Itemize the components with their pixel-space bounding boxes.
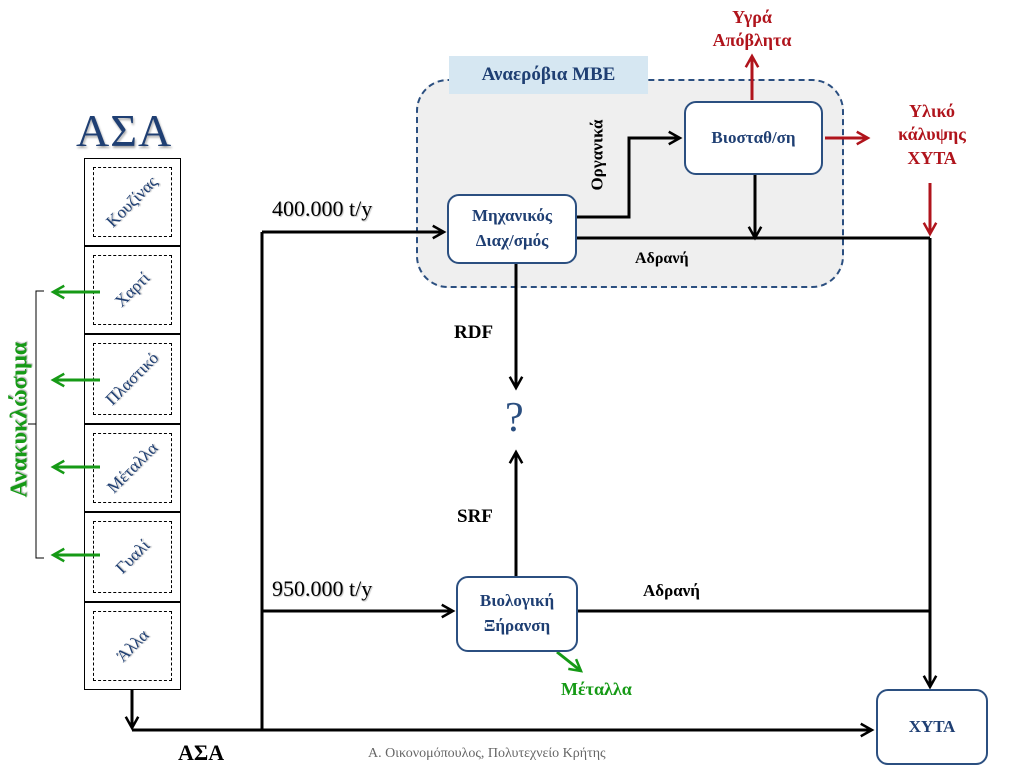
organics-arrow — [576, 138, 680, 219]
question-mark: ? — [505, 395, 524, 441]
cover-material-line1: Υλικό — [909, 101, 955, 121]
page-title: ΑΣΑ — [76, 105, 173, 156]
bio-drying-label-line2: Ξήρανση — [483, 616, 551, 635]
footer-credit: Α. Οικονομόπουλος, Πολυτεχνείο Κρήτης — [368, 746, 606, 761]
waste-cell-metals: Μέταλλα — [84, 424, 181, 512]
landfill-label: ΧΥΤΑ — [908, 716, 956, 736]
organics-label: Οργανικά — [587, 119, 607, 191]
mechanical-sorting-box: Μηχανικός Διαχ/σμός — [447, 194, 577, 264]
liquid-waste-label: Υγρά Απόβλητα — [700, 6, 804, 53]
cover-material-label: Υλικό κάλυψης ΧΥΤΑ — [880, 100, 984, 170]
recyclables-brace — [28, 290, 44, 559]
waste-cell-plastic: Πλαστικό — [84, 334, 181, 424]
waste-cell-paper: Χαρτί — [84, 246, 181, 334]
mbe-title: Αναερόβια ΜΒΕ — [449, 56, 648, 94]
srf-label: SRF — [457, 506, 493, 527]
waste-cell-glass: Γυαλί — [84, 512, 181, 602]
cover-material-line2: κάλυψης — [898, 124, 966, 145]
inert-bottom-label: Αδρανή — [643, 581, 700, 600]
cover-material-line3: ΧΥΤΑ — [907, 147, 957, 168]
waste-cell-other: Άλλα — [84, 602, 181, 690]
asa-bottom-label: ΑΣΑ — [178, 740, 225, 765]
mechanical-label-line1: Μηχανικός — [471, 206, 553, 226]
metals-output-label: Μέταλλα — [561, 679, 632, 699]
flow-950-label: 950.000 t/y — [272, 576, 373, 601]
liquid-waste-line2: Απόβλητα — [712, 30, 792, 51]
inert-top-label: Αδρανή — [635, 250, 689, 267]
waste-cell-kitchen: Κουζίνας — [84, 158, 181, 246]
biostabilization-box: Βιοσταθ/ση — [684, 101, 823, 175]
bio-drying-box: Βιολογική Ξήρανση — [456, 576, 578, 652]
biostab-label: Βιοσταθ/ση — [711, 127, 796, 147]
metals-out-arrow — [556, 650, 581, 671]
mechanical-label-line2: Διαχ/σμός — [475, 231, 549, 250]
bio-drying-label-line1: Βιολογική — [479, 591, 555, 611]
liquid-waste-line1: Υγρά — [732, 7, 772, 27]
rdf-label: RDF — [454, 322, 494, 343]
landfill-box: ΧΥΤΑ — [876, 689, 988, 765]
flow-400-label: 400.000 t/y — [272, 196, 373, 221]
